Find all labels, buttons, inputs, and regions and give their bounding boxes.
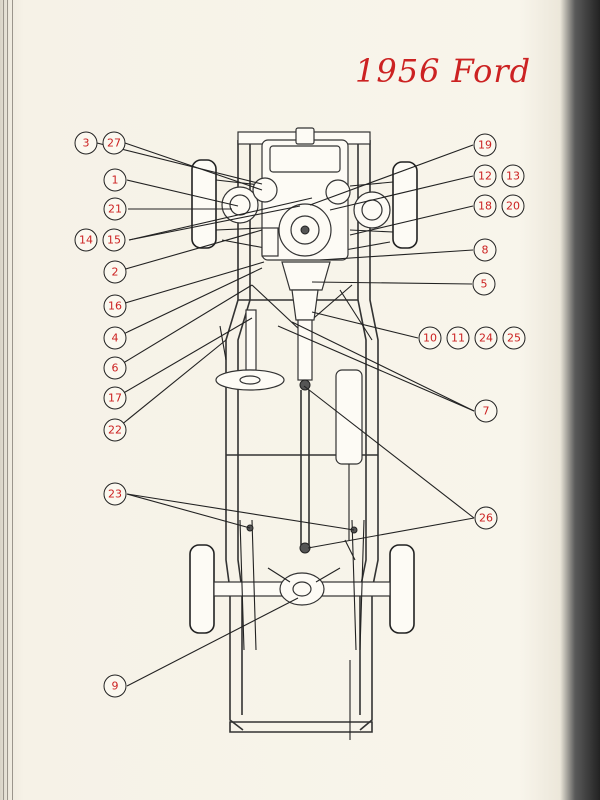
callout-8: 8 <box>473 238 497 262</box>
svg-text:8: 8 <box>482 244 489 257</box>
svg-text:9: 9 <box>112 680 119 693</box>
svg-text:11: 11 <box>451 332 465 345</box>
page-edge-line <box>3 0 4 800</box>
callout-27: 27 <box>102 131 126 155</box>
svg-text:20: 20 <box>506 200 520 213</box>
leader-lines <box>96 142 475 687</box>
svg-text:2: 2 <box>112 266 119 279</box>
callout-6: 6 <box>103 356 127 380</box>
svg-text:24: 24 <box>479 332 493 345</box>
exhaust-muffler <box>335 369 363 740</box>
svg-text:18: 18 <box>478 200 492 213</box>
callout-10: 10 <box>418 326 442 350</box>
svg-text:16: 16 <box>108 300 122 313</box>
svg-text:26: 26 <box>479 512 493 525</box>
svg-text:15: 15 <box>107 234 121 247</box>
callout-3: 3 <box>74 131 98 155</box>
callout-9: 9 <box>103 674 127 698</box>
svg-text:25: 25 <box>507 332 521 345</box>
callout-20: 20 <box>501 194 525 218</box>
svg-text:14: 14 <box>79 234 93 247</box>
callout-1: 1 <box>103 168 127 192</box>
driveshaft <box>297 319 313 554</box>
callout-25: 25 <box>502 326 526 350</box>
rear-axle <box>189 519 415 651</box>
svg-text:19: 19 <box>478 139 492 152</box>
callout-19: 19 <box>473 133 497 157</box>
svg-text:13: 13 <box>506 170 520 183</box>
callout-12: 12 <box>473 164 497 188</box>
callout-4: 4 <box>103 326 127 350</box>
svg-text:22: 22 <box>108 424 122 437</box>
callout-14: 14 <box>74 228 98 252</box>
callout-15: 15 <box>102 228 126 252</box>
callout-7: 7 <box>474 399 498 423</box>
callout-24: 24 <box>474 326 498 350</box>
callout-13: 13 <box>501 164 525 188</box>
svg-text:27: 27 <box>107 137 121 150</box>
callout-11: 11 <box>446 326 470 350</box>
svg-text:17: 17 <box>108 392 122 405</box>
callout-17: 17 <box>103 386 127 410</box>
svg-text:12: 12 <box>478 170 492 183</box>
svg-text:6: 6 <box>112 362 119 375</box>
callout-22: 22 <box>103 418 127 442</box>
page-edge-line <box>12 0 13 800</box>
callout-26: 26 <box>474 506 498 530</box>
svg-text:4: 4 <box>112 332 119 345</box>
steering-column <box>215 309 285 391</box>
callout-23: 23 <box>103 482 127 506</box>
callout-16: 16 <box>103 294 127 318</box>
callout-5: 5 <box>472 272 496 296</box>
svg-text:3: 3 <box>83 137 90 150</box>
svg-text:21: 21 <box>108 203 122 216</box>
page-title: 1956 Ford <box>355 52 532 90</box>
front-suspension <box>191 159 418 251</box>
engine <box>252 127 351 321</box>
svg-text:23: 23 <box>108 488 122 501</box>
callout-18: 18 <box>473 194 497 218</box>
svg-text:5: 5 <box>481 278 488 291</box>
callout-2: 2 <box>103 260 127 284</box>
svg-text:10: 10 <box>423 332 437 345</box>
svg-text:1: 1 <box>112 174 119 187</box>
svg-text:7: 7 <box>483 405 490 418</box>
page-edge-line <box>7 0 8 800</box>
callout-21: 21 <box>103 197 127 221</box>
